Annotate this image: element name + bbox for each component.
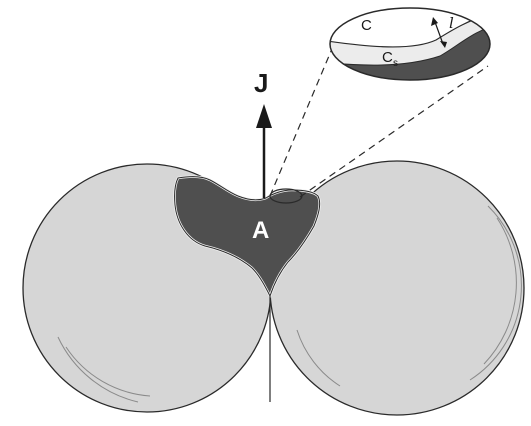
zoom-inset <box>320 8 500 90</box>
neck-area-label: A <box>252 217 269 244</box>
zoom-label-l: l <box>449 14 454 32</box>
flux-arrow <box>256 104 272 198</box>
zoom-label-c: C <box>361 17 372 34</box>
flux-label: J <box>254 68 268 98</box>
zoom-label-cs-main: C <box>382 49 393 66</box>
zoom-label-cs-sub: s <box>393 58 398 69</box>
